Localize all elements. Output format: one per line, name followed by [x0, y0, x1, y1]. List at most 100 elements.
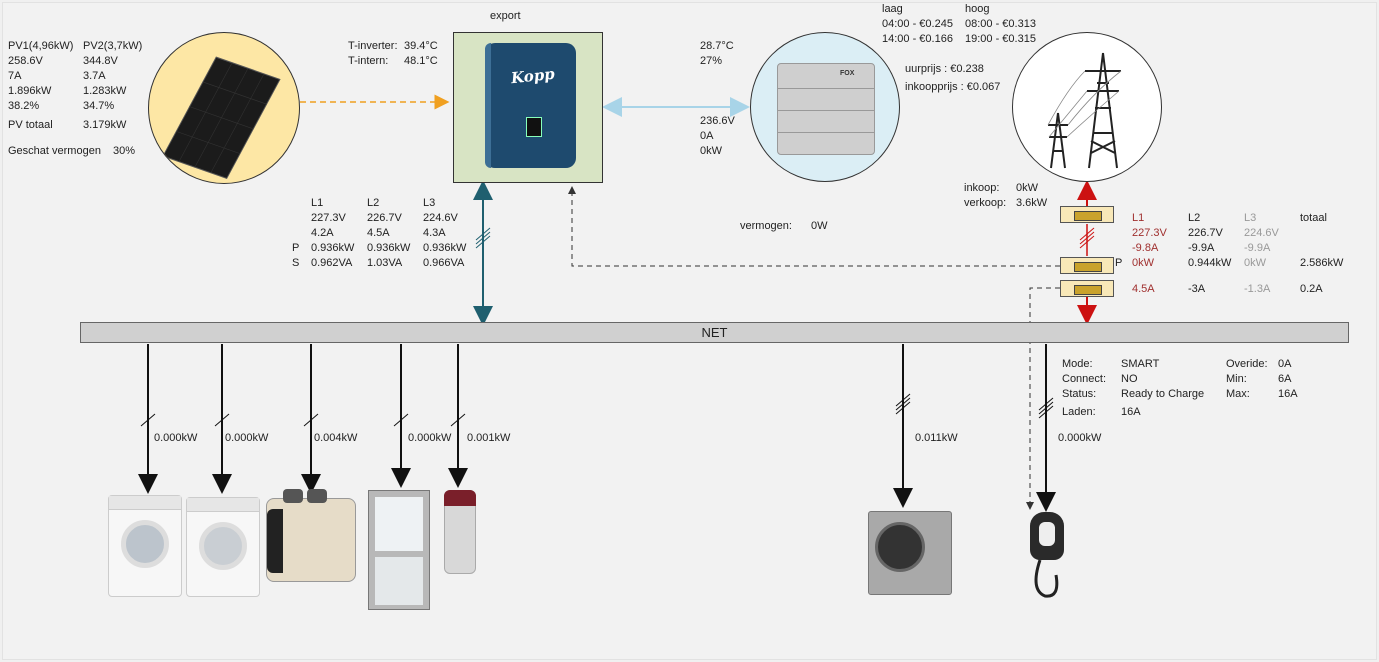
inkoop-label: inkoop:: [964, 182, 1000, 194]
inv-apparent-l1: 0.962VA: [311, 257, 353, 269]
charger-current-total: 0.2A: [1300, 283, 1323, 295]
pv1-percent: 38.2%: [8, 100, 40, 112]
uurprijs: uurprijs : €0.238: [905, 63, 984, 75]
inv-p-label: P: [292, 242, 300, 254]
tariff-high-row-2: 19:00 - €0.315: [965, 33, 1036, 45]
grid-power-total: 2.586kW: [1300, 257, 1344, 269]
charger-mode-value[interactable]: SMART: [1121, 358, 1160, 370]
grid-current-l3: -9.9A: [1244, 242, 1271, 254]
battery-voltage: 236.6V: [700, 115, 735, 127]
charger-status-label: Status:: [1062, 388, 1097, 400]
fridge-power: 0.000kW: [408, 432, 452, 444]
inv-current-l3: 4.3A: [423, 227, 446, 239]
grid-phase-mark: [1079, 227, 1095, 241]
vermogen-value: 0W: [811, 220, 828, 232]
charger-override-value[interactable]: 0A: [1278, 358, 1292, 370]
pv-total-value: 3.179kW: [83, 119, 127, 131]
inv-s-label: S: [292, 257, 300, 269]
grid-fuse-meter[interactable]: [1060, 257, 1114, 274]
tariff-high-row-1: 08:00 - €0.313: [965, 18, 1036, 30]
consumer-phase-marks: [140, 393, 1054, 427]
inv-power-l2: 0.936kW: [367, 242, 411, 254]
grid-voltage-l1: 227.3V: [1132, 227, 1167, 239]
inv-apparent-l3: 0.966VA: [423, 257, 465, 269]
charger-max-label: Max:: [1226, 388, 1250, 400]
inkoop-value: 0kW: [1016, 182, 1038, 194]
inverter-export-label: export: [490, 10, 521, 22]
net-label: NET: [701, 325, 728, 340]
inv-current-l1: 4.2A: [311, 227, 334, 239]
inv-current-l2: 4.5A: [367, 227, 390, 239]
inkoopprijs: inkoopprijs : €0.067: [905, 81, 1001, 93]
grid-phase-mark: [1079, 231, 1095, 245]
grid-fuse-main[interactable]: [1060, 206, 1114, 223]
meter-dashed-line: [568, 186, 1060, 267]
pv1-power: 1.896kW: [8, 85, 52, 97]
inverter-phase-mark: [475, 231, 491, 245]
inverter-box[interactable]: Kopp: [453, 32, 603, 183]
tariff-low-row-2: 14:00 - €0.166: [882, 33, 953, 45]
fridge-icon[interactable]: [368, 490, 430, 610]
battery-brand: FOX: [840, 70, 855, 77]
t-intern-value: 48.1°C: [404, 55, 438, 67]
grid-power-l3: 0kW: [1244, 257, 1266, 269]
charger-status-value: Ready to Charge: [1121, 388, 1205, 400]
grid-phase-mark: [1079, 235, 1095, 249]
pv2-current: 3.7A: [83, 70, 106, 82]
vermogen-label: vermogen:: [740, 220, 792, 232]
inv-header-l2: L2: [367, 197, 380, 209]
grid-header-l2: L2: [1188, 212, 1201, 224]
washing-machine-icon[interactable]: [108, 495, 182, 597]
ev-charger-icon[interactable]: [1030, 512, 1064, 560]
boiler-icon[interactable]: [444, 490, 476, 574]
grid-header-total: totaal: [1300, 212, 1327, 224]
pv2-percent: 34.7%: [83, 100, 115, 112]
heat-pump-power: 0.011kW: [915, 432, 958, 444]
dryer-icon[interactable]: [186, 497, 260, 597]
inverter-phase-mark: [475, 235, 491, 249]
ventilation-power: 0.004kW: [314, 432, 358, 444]
charger-min-value[interactable]: 6A: [1278, 373, 1292, 385]
inverter-phase-mark: [475, 227, 491, 241]
charger-laden-value: 16A: [1121, 406, 1141, 418]
verkoop-label: verkoop:: [964, 197, 1007, 209]
inv-power-l1: 0.936kW: [311, 242, 355, 254]
charger-laden-label: Laden:: [1062, 406, 1096, 418]
power-pylon-icon[interactable]: [1012, 32, 1162, 182]
pv1-voltage: 258.6V: [8, 55, 43, 67]
tariff-high-label: hoog: [965, 3, 990, 15]
washing-machine-power: 0.000kW: [154, 432, 198, 444]
battery-soc: 27%: [700, 55, 723, 67]
tariff-low-row-1: 04:00 - €0.245: [882, 18, 953, 30]
pv2-power: 1.283kW: [83, 85, 127, 97]
inv-voltage-l2: 226.7V: [367, 212, 402, 224]
charger-power: 0.000kW: [1058, 432, 1102, 444]
charger-current-l3: -1.3A: [1244, 283, 1271, 295]
pv2-header: PV2(3,7kW): [83, 40, 143, 52]
t-intern-label: T-intern:: [348, 55, 389, 67]
verkoop-value: 3.6kW: [1016, 197, 1048, 209]
pv-total-label: PV totaal: [8, 119, 53, 131]
pv1-header: PV1(4,96kW): [8, 40, 74, 52]
charger-mode-label: Mode:: [1062, 358, 1093, 370]
charger-max-value[interactable]: 16A: [1278, 388, 1298, 400]
grid-fuse-charger[interactable]: [1060, 280, 1114, 297]
solar-panel-icon[interactable]: [148, 32, 300, 184]
inv-header-l1: L1: [311, 197, 324, 209]
inv-voltage-l3: 224.6V: [423, 212, 458, 224]
ventilation-unit-icon[interactable]: [266, 489, 356, 582]
heat-pump-icon[interactable]: [868, 511, 952, 595]
charger-connect-label: Connect:: [1062, 373, 1107, 385]
grid-voltage-l3: 224.6V: [1244, 227, 1279, 239]
t-inverter-label: T-inverter:: [348, 40, 398, 52]
pv1-current: 7A: [8, 70, 22, 82]
battery-icon[interactable]: FOX: [750, 32, 900, 182]
charger-override-label: Overide:: [1226, 358, 1268, 370]
net-bus-bar: NET: [80, 322, 1349, 343]
grid-current-l1: -9.8A: [1132, 242, 1159, 254]
grid-current-l2: -9.9A: [1188, 242, 1215, 254]
inv-power-l3: 0.936kW: [423, 242, 467, 254]
grid-p-label: P: [1115, 257, 1123, 269]
boiler-power: 0.001kW: [467, 432, 511, 444]
inverter-display: [526, 117, 542, 137]
